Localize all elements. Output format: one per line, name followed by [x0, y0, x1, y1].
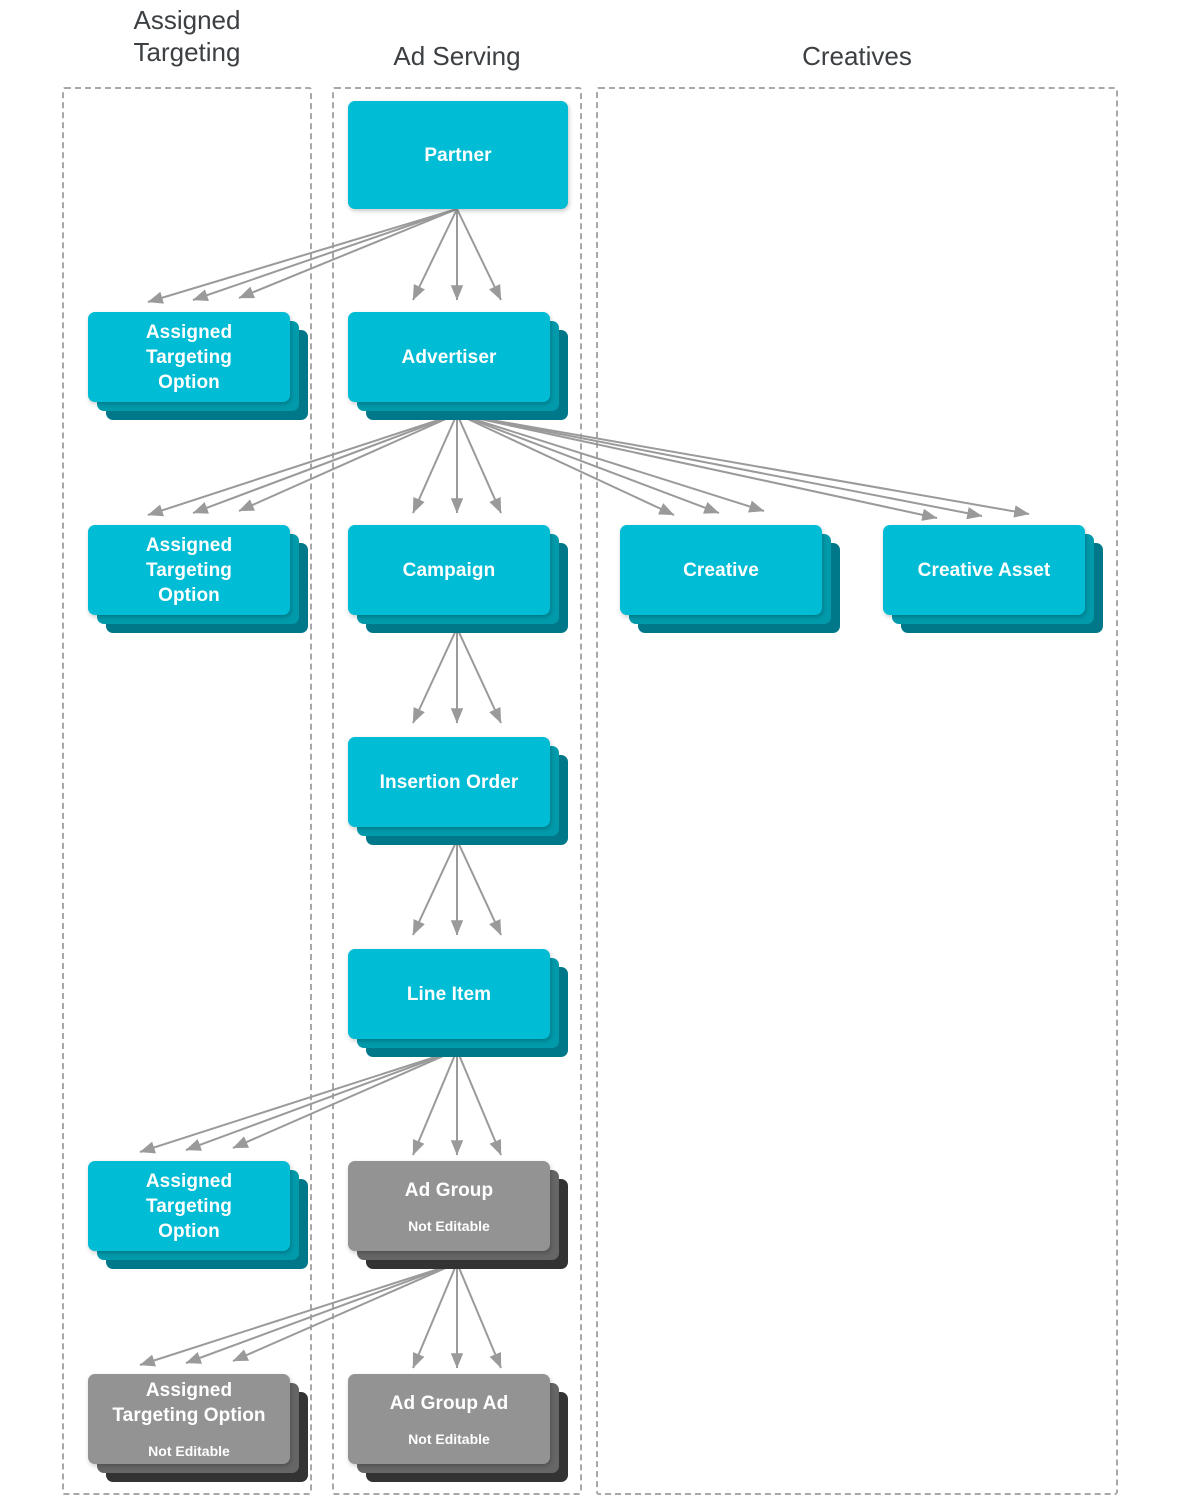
node-creative-asset[interactable]: Creative Asset	[883, 525, 1103, 633]
node-ato-partner-card[interactable]: Assigned Targeting Option	[88, 312, 290, 402]
node-insertion-order-label: Insertion Order	[379, 771, 519, 793]
node-campaign[interactable]: Campaign	[348, 525, 568, 633]
column-header-ad-serving: Ad Serving	[393, 41, 521, 71]
column-header-assigned-targeting: Assigned Targeting	[133, 5, 241, 67]
node-creative[interactable]: Creative	[620, 525, 840, 633]
node-creative-asset-card[interactable]: Creative Asset	[883, 525, 1085, 615]
node-ad-group-not-editable-badge: Not Editable	[408, 1217, 490, 1234]
node-ato-line-item[interactable]: Assigned Targeting Option	[88, 1161, 308, 1269]
node-ato-ad-group[interactable]: Assigned Targeting Option Not Editable	[88, 1374, 308, 1482]
node-campaign-label: Campaign	[402, 559, 496, 581]
node-line-item-label: Line Item	[406, 983, 492, 1005]
node-partner-label: Partner	[424, 144, 492, 166]
lane-assigned-targeting	[62, 87, 312, 1495]
node-partner[interactable]: Partner	[348, 101, 568, 209]
node-advertiser-card[interactable]: Advertiser	[348, 312, 550, 402]
node-advertiser[interactable]: Advertiser	[348, 312, 568, 420]
node-campaign-card[interactable]: Campaign	[348, 525, 550, 615]
lane-ad-serving	[332, 87, 582, 1495]
node-insertion-order-card[interactable]: Insertion Order	[348, 737, 550, 827]
node-partner-card[interactable]: Partner	[348, 101, 568, 209]
node-ad-group[interactable]: Ad Group Not Editable	[348, 1161, 568, 1269]
node-ato-partner[interactable]: Assigned Targeting Option	[88, 312, 308, 420]
node-ato-ad-group-card[interactable]: Assigned Targeting Option Not Editable	[88, 1374, 290, 1464]
node-ad-group-ad[interactable]: Ad Group Ad Not Editable	[348, 1374, 568, 1482]
node-ato-advertiser-label: Assigned Targeting Option	[145, 534, 233, 606]
node-creative-asset-label: Creative Asset	[917, 559, 1051, 581]
node-line-item-card[interactable]: Line Item	[348, 949, 550, 1039]
lane-creatives	[596, 87, 1118, 1495]
node-ato-line-item-label: Assigned Targeting Option	[145, 1170, 233, 1242]
node-ad-group-ad-label: Ad Group Ad	[389, 1392, 509, 1414]
node-ad-group-ad-card[interactable]: Ad Group Ad Not Editable	[348, 1374, 550, 1464]
node-ad-group-ad-not-editable-badge: Not Editable	[408, 1430, 490, 1447]
node-ato-advertiser-card[interactable]: Assigned Targeting Option	[88, 525, 290, 615]
node-ato-partner-label: Assigned Targeting Option	[145, 321, 233, 393]
node-advertiser-label: Advertiser	[401, 346, 497, 368]
node-creative-card[interactable]: Creative	[620, 525, 822, 615]
node-ato-ad-group-not-editable-badge: Not Editable	[148, 1443, 230, 1459]
node-creative-label: Creative	[683, 559, 759, 581]
node-ad-group-card[interactable]: Ad Group Not Editable	[348, 1161, 550, 1251]
node-ad-group-label: Ad Group	[404, 1179, 494, 1201]
node-ato-line-item-card[interactable]: Assigned Targeting Option	[88, 1161, 290, 1251]
node-ato-ad-group-label: Assigned Targeting Option	[112, 1380, 266, 1426]
node-line-item[interactable]: Line Item	[348, 949, 568, 1057]
node-ato-advertiser[interactable]: Assigned Targeting Option	[88, 525, 308, 633]
column-header-creatives: Creatives	[802, 41, 912, 71]
node-insertion-order[interactable]: Insertion Order	[348, 737, 568, 845]
